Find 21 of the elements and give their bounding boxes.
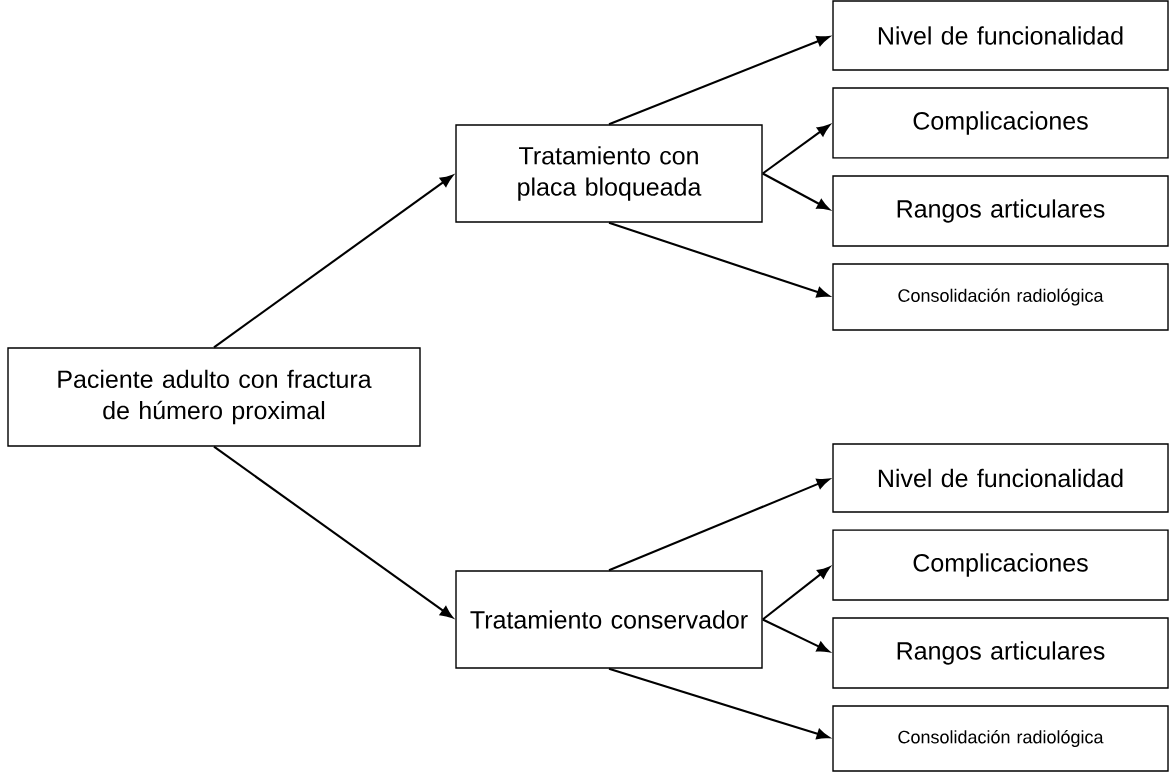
process-box: Rangos articulares <box>832 175 1169 247</box>
arrow <box>762 618 830 653</box>
process-box: Complicaciones <box>832 87 1169 159</box>
process-box: Nivel de funcionalidad <box>832 443 1169 513</box>
process-box: Tratamiento con placa bloqueada <box>455 124 763 223</box>
arrow <box>213 174 453 349</box>
process-box: Rangos articulares <box>832 617 1169 689</box>
arrow <box>762 124 830 175</box>
process-box: Consolidación radiológica <box>832 263 1169 331</box>
arrow <box>762 566 831 621</box>
arrow <box>213 445 453 619</box>
arrow <box>762 172 830 211</box>
process-box: Nivel de funcionalidad <box>832 0 1169 71</box>
arrow <box>608 478 830 572</box>
process-box: Consolidación radiológica <box>832 705 1169 772</box>
arrow <box>608 35 830 126</box>
process-box: Tratamiento conservador <box>455 570 763 669</box>
arrow <box>608 221 830 298</box>
process-box: Complicaciones <box>832 529 1169 601</box>
arrow <box>608 667 830 740</box>
process-box: Paciente adulto con fractura de húmero proximal <box>7 347 421 447</box>
